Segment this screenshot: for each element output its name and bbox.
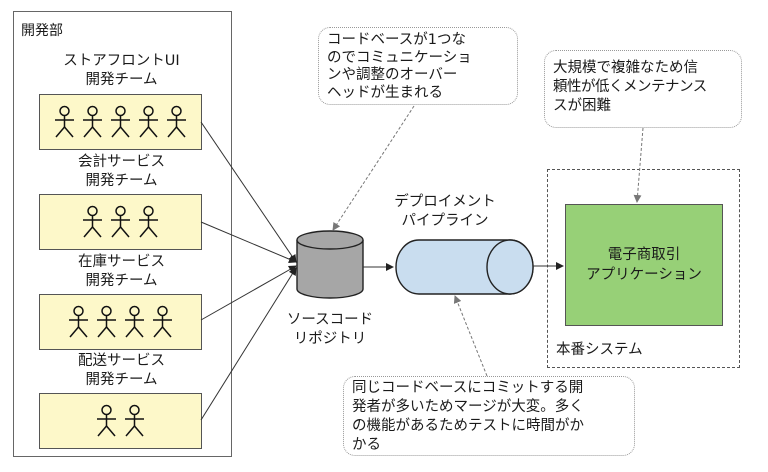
team-name: 在庫サービス — [78, 254, 165, 270]
person-icon — [125, 305, 144, 338]
person-icon — [139, 205, 158, 238]
note-application: 大規模で複雑なため信 頼性が低くメンテナンス スが困難 — [544, 50, 742, 128]
note-line: コードベースが1つな — [327, 32, 466, 48]
team-suffix: 開発チーム — [85, 372, 158, 388]
team-box-storefront[interactable] — [39, 94, 202, 150]
person-icon — [153, 305, 172, 338]
person-icon — [83, 205, 102, 238]
production-system-container — [547, 169, 740, 368]
person-icon — [167, 105, 186, 138]
team-box-inventory[interactable] — [39, 294, 202, 350]
note-line: 頼性が低くメンテナンス — [553, 79, 707, 95]
team-label-accounting: 会計サービス 開発チーム — [13, 153, 230, 191]
repository-label-line1: ソースコード — [286, 312, 374, 328]
team-label-storefront: ストアフロントUI 開発チーム — [13, 52, 230, 90]
note-line: 同じコードベースにコミットする開 — [352, 380, 584, 396]
department-label: 開発部 — [21, 23, 63, 39]
note-line: かる — [352, 437, 381, 453]
team-name: 配送サービス — [78, 353, 165, 369]
team-name: 会計サービス — [78, 154, 165, 170]
note-line: 大規模で複雑なため信 — [553, 60, 698, 76]
person-icon — [97, 404, 116, 437]
person-icon — [111, 205, 130, 238]
production-system-label: 本番システム — [556, 342, 643, 358]
app-label-line2: アプリケーション — [586, 267, 702, 283]
person-icon — [69, 305, 88, 338]
pipeline-label-line2: パイプライン — [401, 213, 489, 229]
team-label-inventory: 在庫サービス 開発チーム — [13, 253, 230, 291]
note-pipeline: 同じコードベースにコミットする開 発者が多いためマージが大変。多く の機能がある… — [343, 376, 635, 456]
team-label-shipping: 配送サービス 開発チーム — [13, 352, 230, 390]
note-repository: コードベースが1つな のでコミュニケーショ ンや調整のオーバー ヘッドが生まれる — [318, 27, 518, 105]
repository-label-line2: リポジトリ — [293, 331, 367, 347]
person-icon — [97, 305, 116, 338]
team-suffix: 開発チーム — [85, 273, 158, 289]
person-icon — [111, 105, 130, 138]
note-line: スが困難 — [553, 98, 611, 114]
note-connector-pipeline — [453, 295, 488, 377]
team-suffix: 開発チーム — [85, 72, 158, 88]
pipeline-label: デプロイメント パイプライン — [385, 193, 505, 231]
team-box-accounting[interactable] — [39, 194, 202, 250]
note-line: 発者が多いためマージが大変。多く — [352, 399, 584, 415]
ecommerce-application[interactable]: 電子商取引 アプリケーション — [565, 204, 723, 326]
person-icon — [83, 105, 102, 138]
person-icon — [139, 105, 158, 138]
team-box-shipping[interactable] — [39, 393, 202, 449]
pipeline-label-line1: デプロイメント — [394, 194, 496, 210]
repository-cylinder-icon — [296, 230, 364, 299]
repository-label: ソースコード リポジトリ — [270, 311, 390, 349]
pipeline-cylinder-icon — [395, 239, 534, 295]
app-label-line1: 電子商取引 — [607, 247, 681, 263]
person-icon — [55, 105, 74, 138]
note-line: のでコミュニケーショ — [327, 49, 472, 66]
person-icon — [125, 404, 144, 437]
note-line: ンや調整のオーバー — [327, 67, 458, 83]
note-line: の機能があるためテストに時間がか — [352, 418, 584, 434]
team-suffix: 開発チーム — [85, 173, 158, 189]
note-line: ヘッドが生まれる — [327, 84, 443, 101]
team-name: ストアフロントUI — [63, 53, 180, 69]
